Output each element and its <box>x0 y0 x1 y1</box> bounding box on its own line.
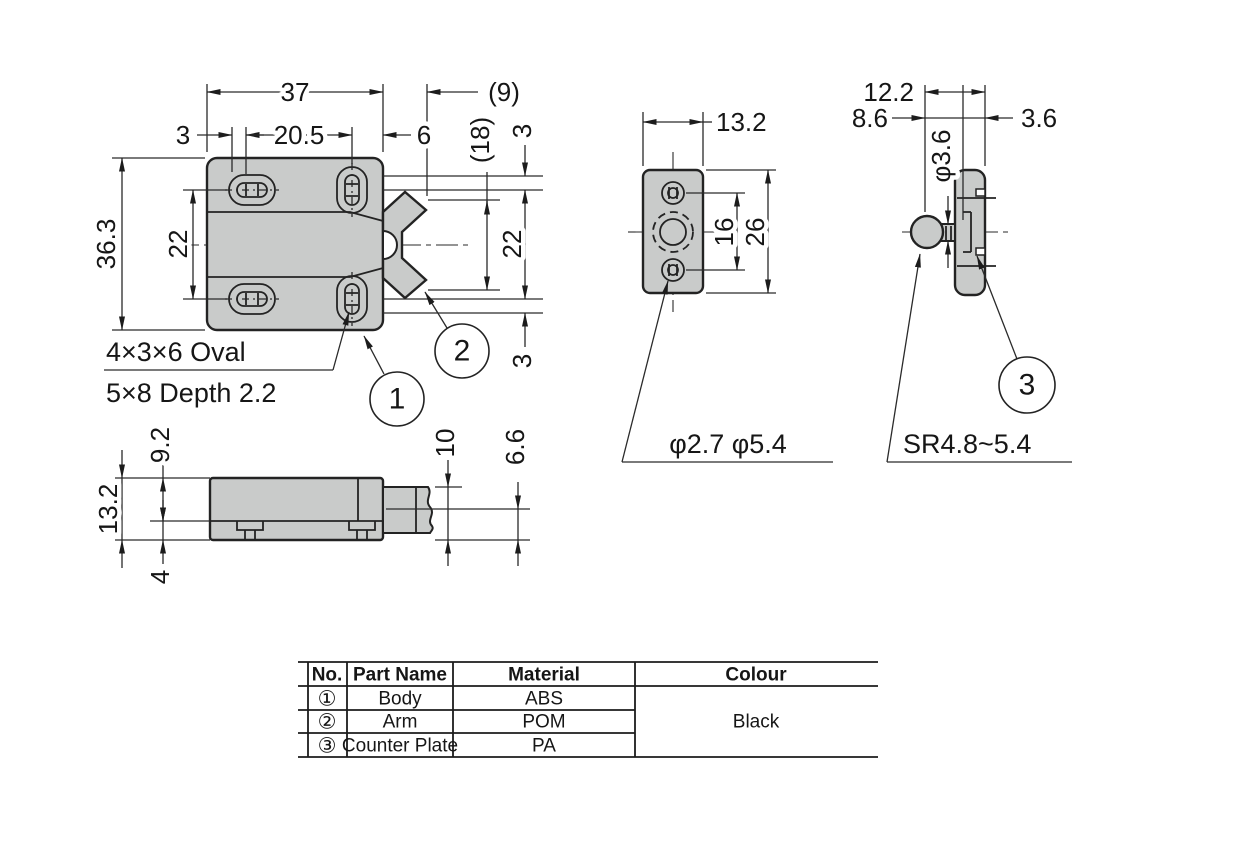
dim-side-upper: 9.2 <box>145 427 175 463</box>
table-cell-no-1: ① <box>318 688 337 711</box>
stud-ball <box>909 214 945 250</box>
dim-stud-left: 8.6 <box>852 103 888 133</box>
dim-front-slot-vpitch-right: 22 <box>497 230 527 259</box>
plate-hole-bottom <box>661 258 685 282</box>
arm-side <box>382 486 434 534</box>
table-cell-material-1: ABS <box>525 689 563 710</box>
dim-plate-width: 13.2 <box>716 107 767 137</box>
dim-front-bottom-margin: 3 <box>507 354 537 368</box>
table-cell-part-3: Counter Plate <box>342 736 458 757</box>
side-view: 13.2 9.2 4 10 6.6 <box>89 422 535 588</box>
callout-1: 1 <box>363 335 425 427</box>
dim-front-protrusion: (9) <box>488 77 520 107</box>
dim-side-base: 4 <box>145 570 175 584</box>
arm-part <box>381 190 428 300</box>
table-row: ① Body ABS <box>318 688 563 711</box>
dim-front-slot-offset: 3 <box>176 120 190 150</box>
front-view: 37 (9) 3 20.5 6 36.3 22 (18) 3 22 3 4×3×… <box>87 73 543 427</box>
table-cell-part-2: Arm <box>383 712 418 733</box>
counter-plate-side-view: 12.2 8.6 3.6 φ3.6 SR4.8~5.4 3 <box>847 73 1072 463</box>
dim-stud-stem: φ3.6 <box>926 129 956 182</box>
slot-top-right <box>336 163 368 217</box>
table-row: ③ Counter Plate PA <box>318 735 557 758</box>
callout-2: 2 <box>424 291 490 379</box>
counter-plate-front-view: 13.2 16 26 φ2.7 φ5.4 <box>621 103 833 463</box>
dim-front-width: 37 <box>281 77 310 107</box>
dim-plate-hole-pitch: 16 <box>709 218 739 247</box>
table-cell-part-1: Body <box>378 689 422 710</box>
dim-side-arm: 10 <box>430 429 460 458</box>
table-header-part-name: Part Name <box>353 665 447 686</box>
dim-front-slot-pitch: 20.5 <box>274 120 325 150</box>
slot-top-left <box>225 174 279 206</box>
callout-3: 3 <box>976 255 1056 414</box>
slot-bottom-left <box>225 283 279 315</box>
dim-front-arm-span: (18) <box>465 117 495 163</box>
plate-hole-middle <box>652 211 694 253</box>
table-cell-material-2: POM <box>522 712 565 733</box>
note-depth: 5×8 Depth 2.2 <box>106 378 276 408</box>
dim-front-slot-vpitch: 22 <box>163 230 193 259</box>
plate-hole-top <box>661 181 685 205</box>
table-cell-no-2: ② <box>318 711 337 734</box>
dim-front-edge: 6 <box>417 120 431 150</box>
dim-stud-overall: 12.2 <box>863 77 914 107</box>
table-cell-material-3: PA <box>532 736 556 757</box>
parts-table: No. Part Name Material Colour ① Body ABS… <box>298 661 878 758</box>
note-oval-slot: 4×3×6 Oval <box>106 337 246 367</box>
callout-1-number: 1 <box>389 383 406 416</box>
note-stud-radius: SR4.8~5.4 <box>903 429 1031 459</box>
table-header-material: Material <box>508 665 580 686</box>
dim-plate-height: 26 <box>740 218 770 247</box>
dim-front-height: 36.3 <box>91 219 121 270</box>
dim-front-top-margin: 3 <box>507 124 537 138</box>
callout-3-number: 3 <box>1019 369 1036 402</box>
dim-stud-right: 3.6 <box>1021 103 1057 133</box>
table-cell-colour: Black <box>733 712 780 733</box>
slot-bottom-right <box>336 272 368 326</box>
table-row: ② Arm POM <box>318 711 566 734</box>
table-header-no: No. <box>312 665 343 686</box>
dim-side-height: 13.2 <box>93 484 123 535</box>
callout-2-number: 2 <box>454 335 471 368</box>
table-header-colour: Colour <box>725 665 787 686</box>
table-cell-no-3: ③ <box>318 735 337 758</box>
dim-side-arm-inner: 6.6 <box>500 429 530 465</box>
note-plate-holes: φ2.7 φ5.4 <box>669 429 787 459</box>
